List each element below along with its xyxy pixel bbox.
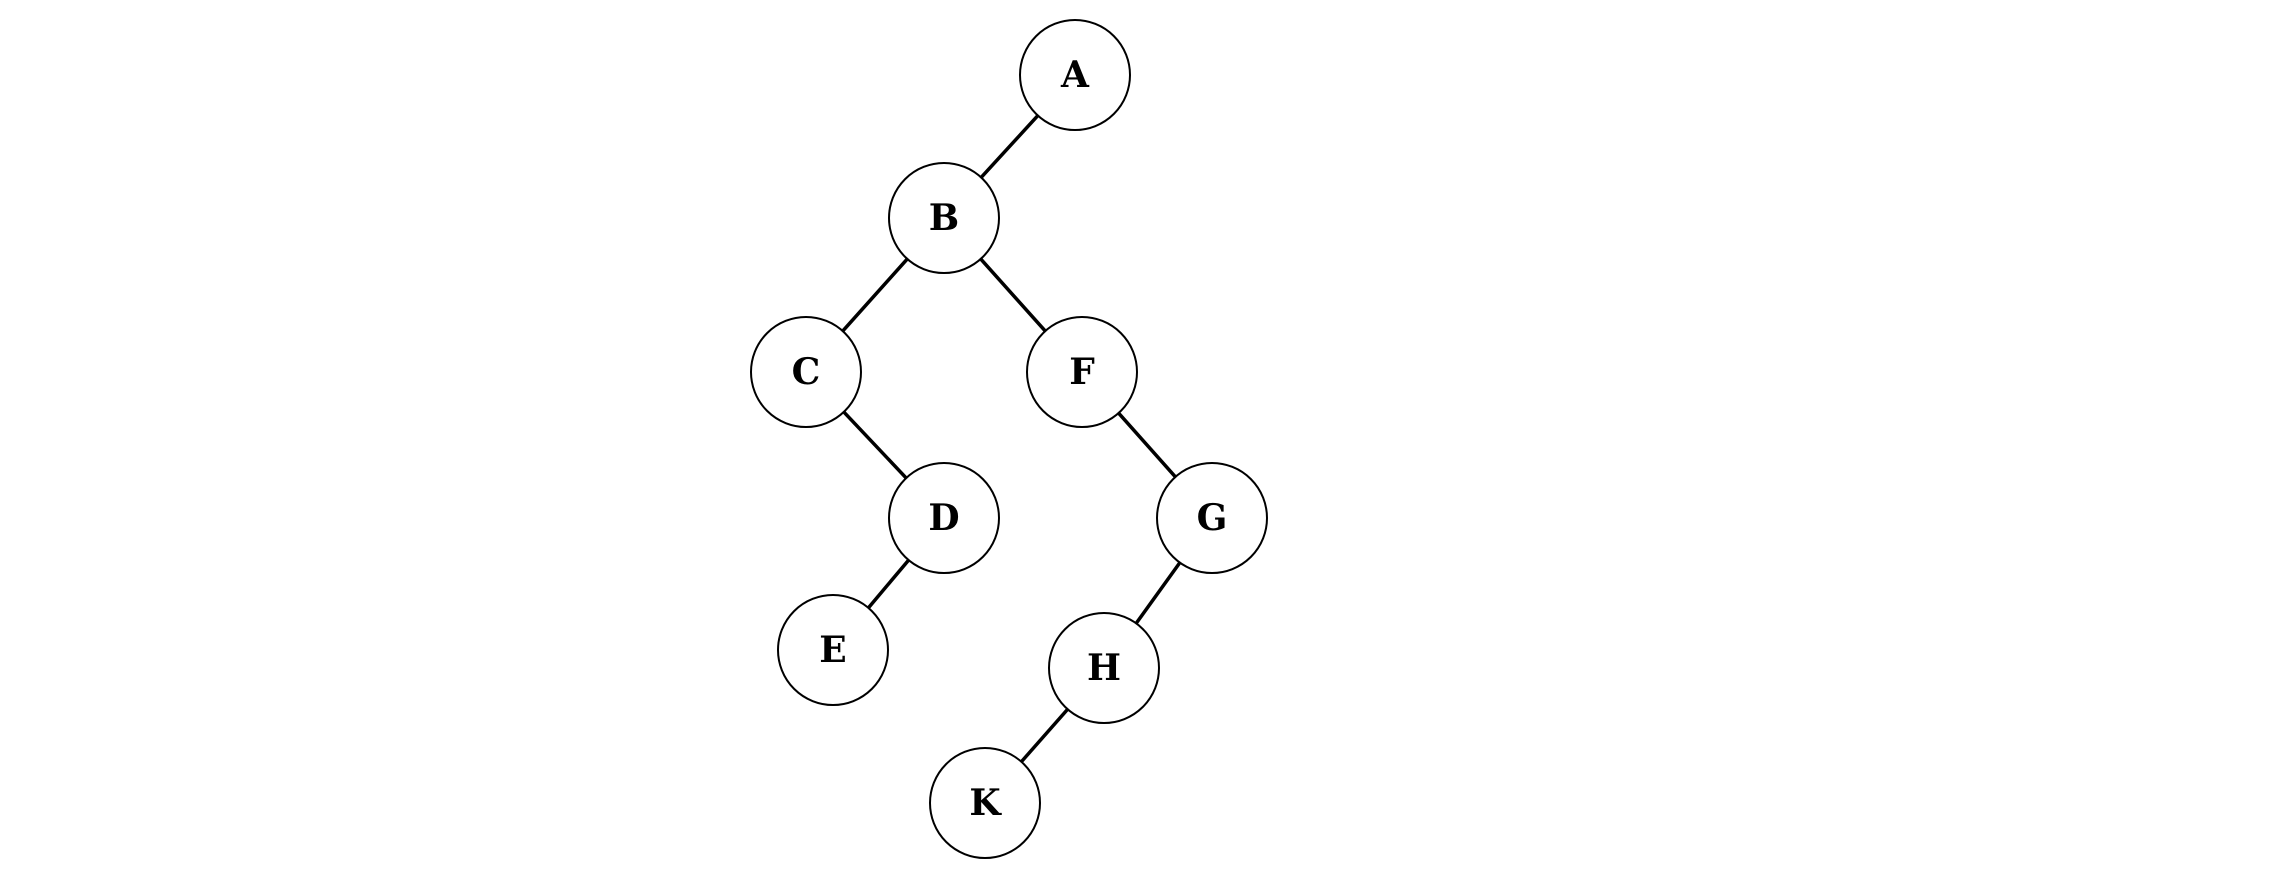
node-d: D <box>888 462 1000 574</box>
node-label: E <box>819 629 846 671</box>
node-k: K <box>929 747 1041 859</box>
node-e: E <box>777 594 889 706</box>
edge-h-k <box>1020 708 1069 763</box>
node-a: A <box>1019 19 1131 131</box>
node-label: G <box>1197 497 1228 539</box>
node-circle <box>1156 462 1268 574</box>
node-b: B <box>888 162 1000 274</box>
edge-g-h <box>1134 561 1182 625</box>
node-circle <box>888 462 1000 574</box>
node-label: D <box>928 497 959 539</box>
edge-b-f <box>979 257 1047 333</box>
node-circle <box>750 316 862 428</box>
node-g: G <box>1156 462 1268 574</box>
node-circle <box>1048 612 1160 724</box>
node-h: H <box>1048 612 1160 724</box>
edge-a-b <box>979 114 1040 179</box>
node-circle <box>1019 19 1131 131</box>
node-label: A <box>1060 54 1090 96</box>
node-circle <box>929 747 1041 859</box>
node-label: H <box>1087 647 1121 689</box>
node-c: C <box>750 316 862 428</box>
edge-b-c <box>841 257 909 333</box>
edge-d-e <box>867 558 910 610</box>
node-label: F <box>1069 351 1095 393</box>
node-label: C <box>792 351 821 393</box>
node-circle <box>777 594 889 706</box>
node-circle <box>1026 316 1138 428</box>
edge-c-d <box>842 410 908 480</box>
node-circle <box>888 162 1000 274</box>
node-label: K <box>969 782 1002 824</box>
edge-f-g <box>1117 411 1177 479</box>
node-label: B <box>929 197 959 239</box>
node-f: F <box>1026 316 1138 428</box>
